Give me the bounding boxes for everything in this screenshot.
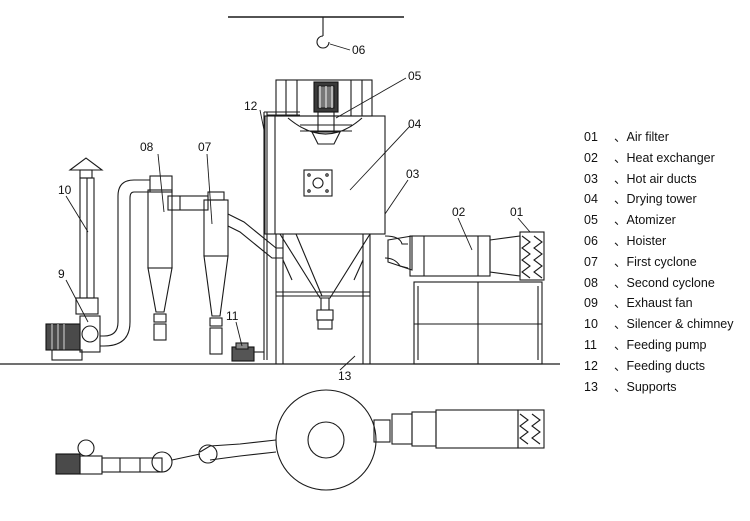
legend: 01、Air filter 02、Heat exchanger 03、Hot a… xyxy=(584,127,750,397)
silencer-chimney xyxy=(68,157,104,315)
callout-9: 9 xyxy=(58,267,65,281)
air-filter xyxy=(519,231,545,281)
legend-label: First cyclone xyxy=(626,254,697,269)
heat-exchanger xyxy=(409,235,543,365)
legend-separator: 、 xyxy=(614,213,627,228)
legend-number: 09 xyxy=(584,296,598,311)
feeding-ducts xyxy=(263,111,300,360)
legend-label: Hoister xyxy=(626,233,667,248)
callout-12: 12 xyxy=(244,99,258,113)
legend-item: 12 、Feeding ducts xyxy=(584,356,750,377)
legend-number: 02 xyxy=(584,150,598,165)
hot-air-duct xyxy=(384,235,413,271)
legend-number: 05 xyxy=(584,213,598,228)
feeding-pump xyxy=(231,342,264,362)
callout-13: 13 xyxy=(338,369,352,383)
legend-separator: 、 xyxy=(614,317,627,332)
legend-item: 09 、Exhaust fan xyxy=(584,293,750,314)
legend-separator: 、 xyxy=(614,233,627,248)
legend-separator: 、 xyxy=(614,275,627,290)
legend-number: 11 xyxy=(584,337,597,352)
legend-label: Feeding pump xyxy=(626,337,707,352)
legend-number: 12 xyxy=(584,358,598,373)
atomizer xyxy=(311,81,341,145)
legend-number: 10 xyxy=(584,317,598,332)
legend-separator: 、 xyxy=(614,171,627,186)
callout-06: 06 xyxy=(352,43,366,57)
legend-separator: 、 xyxy=(614,192,627,207)
legend-label: Silencer & chimney xyxy=(626,317,734,332)
leader-lines xyxy=(65,43,531,371)
legend-item: 03 、Hot air ducts xyxy=(584,169,750,190)
legend-item: 05 、Atomizer xyxy=(584,210,750,231)
legend-separator: 、 xyxy=(614,130,627,144)
legend-separator: 、 xyxy=(614,358,627,373)
legend-number: 13 xyxy=(584,379,598,394)
callout-01: 01 xyxy=(510,205,524,219)
legend-number: 06 xyxy=(584,233,598,248)
legend-label: Heat exchanger xyxy=(626,150,715,165)
legend-separator: 、 xyxy=(614,150,627,165)
legend-item: 06 、Hoister xyxy=(584,231,750,252)
legend-separator: 、 xyxy=(614,379,627,394)
callout-05: 05 xyxy=(408,69,422,83)
supports xyxy=(275,234,371,364)
legend-number: 04 xyxy=(584,192,598,207)
callout-02: 02 xyxy=(452,205,466,219)
legend-item: 04 、Drying tower xyxy=(584,189,750,210)
legend-label: Feeding ducts xyxy=(626,358,706,373)
legend-separator: 、 xyxy=(614,337,627,352)
legend-label: Supports xyxy=(626,379,677,394)
second-cyclone xyxy=(147,189,209,341)
callout-03: 03 xyxy=(406,167,420,181)
plan-view xyxy=(55,389,545,491)
legend-number: 03 xyxy=(584,171,598,186)
legend-item: 07 、First cyclone xyxy=(584,252,750,273)
legend-label: Drying tower xyxy=(626,192,697,207)
first-cyclone xyxy=(203,191,283,355)
return-duct xyxy=(100,175,173,347)
legend-number: 01 xyxy=(584,130,598,144)
legend-label: Air filter xyxy=(626,130,669,144)
callout-04: 04 xyxy=(408,117,422,131)
legend-label: Exhaust fan xyxy=(626,296,693,311)
callout-10: 10 xyxy=(58,183,72,197)
legend-item: 10 、Silencer & chimney xyxy=(584,314,750,335)
drying-tower xyxy=(264,79,386,330)
callout-08: 08 xyxy=(140,140,154,154)
hoister xyxy=(228,16,404,49)
legend-item: 13 、Supports xyxy=(584,377,750,398)
legend-item: 02 、Heat exchanger xyxy=(584,148,750,169)
callout-07: 07 xyxy=(198,140,212,154)
legend-number: 08 xyxy=(584,275,598,290)
legend-item: 11 、Feeding pump xyxy=(584,335,750,356)
legend-label: Hot air ducts xyxy=(626,171,697,186)
legend-number: 07 xyxy=(584,254,598,269)
legend-label: Second cyclone xyxy=(626,275,715,290)
exhaust-fan xyxy=(45,315,101,361)
callout-11: 11 xyxy=(226,309,239,323)
legend-separator: 、 xyxy=(614,296,627,311)
legend-label: Atomizer xyxy=(626,213,676,228)
legend-item: 01 、Air filter xyxy=(584,127,750,148)
legend-item: 08 、Second cyclone xyxy=(584,273,750,294)
legend-separator: 、 xyxy=(614,254,627,269)
